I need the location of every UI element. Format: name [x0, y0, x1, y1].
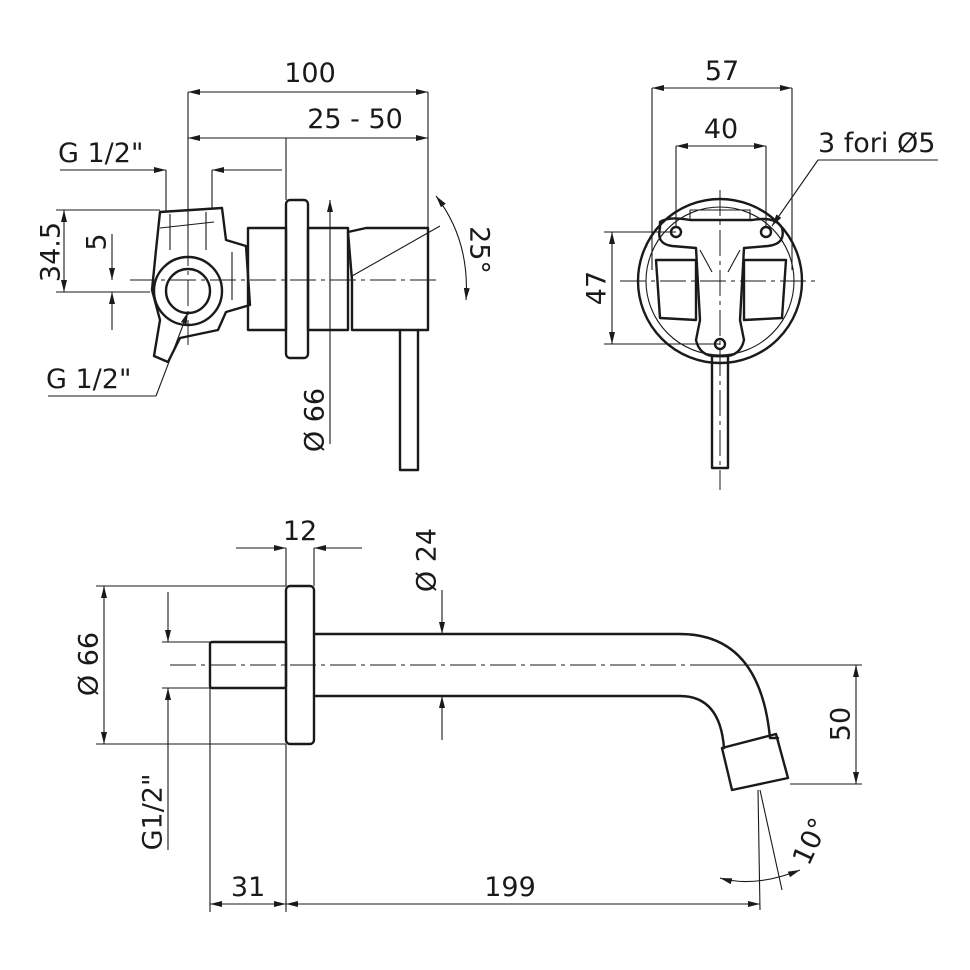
top-tab	[689, 209, 751, 220]
dim-offset-5: 5	[82, 233, 113, 250]
wall-flange	[284, 198, 310, 360]
dim-plate-diameter: Ø 66	[300, 388, 331, 452]
dim-holes-note: 3 fori Ø5	[818, 128, 935, 159]
front-lever	[710, 354, 730, 470]
body-block-left	[654, 258, 698, 322]
bracket-details	[699, 249, 741, 273]
dim-plate-width: 57	[705, 56, 739, 87]
dim-hole-spacing: 40	[704, 114, 738, 145]
dim-lever-angle: 25°	[464, 226, 495, 274]
dim-thread: G1/2"	[138, 774, 169, 851]
dim-height-47: 47	[582, 271, 613, 305]
spout-aerator	[720, 732, 790, 792]
dim-height-34: 34.5	[36, 222, 67, 282]
spout-tube	[312, 632, 780, 750]
dim-spout-diameter: Ø 24	[412, 528, 443, 592]
hole-right	[759, 225, 773, 239]
flange-collar	[306, 226, 350, 332]
dim-wall-range: 25 - 50	[307, 104, 403, 135]
mixer-side-view: 100 25 - 50 G 1/2" 34.5 5 G 1/2" Ø 66 25…	[36, 58, 495, 472]
dim-thread-top: G 1/2"	[58, 138, 143, 169]
spout-side-view: 12 Ø 24 Ø 66 G1/2" 50 10° 31 199	[74, 516, 862, 912]
valve-body-details	[159, 212, 233, 300]
dim-flange-thickness: 12	[283, 516, 317, 547]
dim-thread-length: 31	[231, 872, 265, 903]
dim-drop: 50	[826, 707, 857, 741]
dim-overall-length: 100	[284, 58, 336, 89]
mixer-front-view: 57 40 3 fori Ø5 47	[582, 56, 938, 490]
cartridge-housing	[246, 226, 288, 332]
mounting-bracket	[658, 217, 784, 358]
dim-projection: 199	[484, 872, 536, 903]
dim-flange-diameter: Ø 66	[74, 632, 105, 696]
dim-tip-angle: 10°	[787, 813, 835, 869]
dim-thread-bottom: G 1/2"	[46, 364, 131, 395]
body-block-right	[742, 258, 788, 322]
handle-body	[346, 226, 430, 332]
lever-stem	[398, 328, 420, 472]
